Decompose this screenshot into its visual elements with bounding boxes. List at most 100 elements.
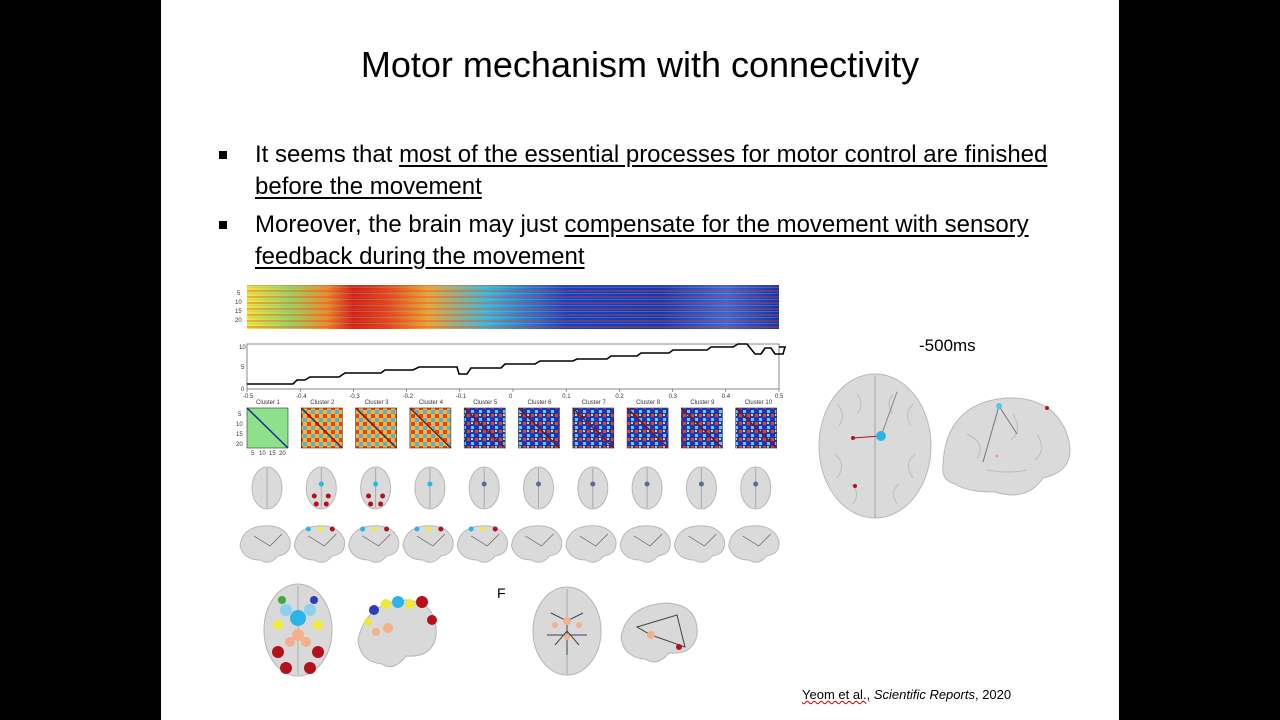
cluster-label: Cluster 3: [365, 400, 390, 406]
matrix-ytick: 5: [238, 412, 242, 418]
matrix-ytick: 15: [236, 432, 243, 438]
brain-node: [492, 526, 498, 532]
brain-node: [384, 526, 390, 532]
bullet-1-underlined: most of the essential processes for moto…: [255, 141, 1048, 200]
cluster-label: Cluster 9: [690, 400, 715, 406]
brain-connection: [253, 533, 283, 547]
small-brain-side: [510, 525, 563, 563]
brain-node: [536, 481, 541, 487]
line-xtick: -0.3: [349, 394, 360, 400]
bullet-2-underlined: compensate for the movement with sensory…: [255, 211, 1029, 270]
brain-node: [481, 481, 487, 487]
cluster-label: Cluster 6: [528, 400, 553, 406]
line-xtick: -0.5: [243, 394, 254, 400]
slide: Motor mechanism with connectivity It see…: [161, 0, 1119, 720]
brain-node: [378, 501, 384, 507]
cluster-label: Cluster 1: [256, 400, 281, 406]
bullet-2-text: Moreover, the brain may just: [255, 211, 565, 238]
small-brain-side: [239, 525, 291, 563]
heatmap-ytick: 10: [235, 300, 242, 306]
small-brain-side: [293, 525, 346, 563]
brain-connection: [416, 533, 446, 547]
bullet-1-text: It seems that: [255, 141, 400, 168]
line-xtick: -0.4: [296, 394, 307, 400]
heatmap-ytick: 15: [235, 309, 242, 315]
small-brain-side: [619, 525, 671, 563]
small-brain-side: [728, 525, 780, 563]
cluster-label: Cluster 5: [473, 400, 498, 406]
matrix-diagonal: [300, 407, 343, 449]
small-brain-side: [456, 525, 508, 563]
cluster-label: Cluster 10: [745, 400, 773, 406]
brain-connection: [579, 533, 609, 547]
line-xtick: 0.4: [722, 394, 731, 400]
brain-node: [311, 493, 317, 499]
matrix-diagonal: [463, 407, 506, 449]
bullet-1: It seems that most of the essential proc…: [219, 139, 1059, 205]
line-xtick: 0.3: [669, 394, 678, 400]
line-xtick: -0.2: [403, 394, 414, 400]
time-label: -500ms: [919, 336, 976, 355]
panel-letter: F: [497, 585, 506, 601]
small-brain-side: [673, 525, 726, 563]
brain-connection: [688, 533, 717, 547]
bullet-2: Moreover, the brain may just compensate …: [219, 209, 1059, 275]
brain-node: [480, 526, 486, 532]
brain-node: [698, 481, 704, 487]
line-ytick: 10: [239, 345, 246, 351]
matrix-xtick: 20: [279, 451, 286, 457]
brain-node: [427, 481, 433, 487]
matrix-diagonal: [355, 407, 398, 449]
cluster-summary-brains: [256, 580, 446, 680]
line-xtick: 0.2: [615, 394, 624, 400]
line-ytick: 0: [241, 387, 245, 393]
heatmap-ytick: 20: [235, 318, 242, 324]
brain-node: [414, 526, 420, 532]
citation-year: , 2020: [974, 687, 1012, 702]
brain-node: [380, 493, 386, 499]
brain-node: [323, 501, 329, 507]
brain-node: [644, 481, 650, 487]
brain-node: [753, 481, 759, 487]
matrix-xtick: 10: [259, 451, 266, 457]
brain-node: [317, 526, 323, 532]
brain-node: [368, 501, 374, 507]
matrix-ytick: 20: [236, 442, 243, 448]
brain-node: [329, 526, 335, 532]
brain-node: [366, 493, 372, 499]
panel-f-brains: [529, 585, 719, 680]
bullet-square-icon: [219, 221, 227, 229]
matrix-ytick: 10: [236, 422, 243, 428]
matrix-xtick: 15: [269, 451, 276, 457]
small-brain-rows: [235, 462, 795, 572]
cluster-label: Cluster 2: [310, 400, 335, 406]
brain-node: [313, 501, 319, 507]
bullet-square-icon: [219, 151, 227, 159]
brain-node: [318, 481, 324, 487]
matrix-diagonal: [572, 407, 615, 449]
brain-node: [373, 481, 379, 487]
line-xtick: 0.5: [775, 394, 784, 400]
citation: Yeom et al., Scientific Reports, 2020: [802, 687, 1011, 702]
brain-connection: [742, 533, 771, 547]
small-brain-side: [565, 525, 617, 563]
matrix-diagonal: [517, 407, 561, 449]
brain-connection: [362, 533, 391, 547]
heatmap-ytick: 5: [237, 291, 241, 297]
matrix-xtick: 5: [251, 451, 255, 457]
line-xtick: -0.1: [456, 394, 467, 400]
citation-authors: Yeom et al.,: [802, 687, 871, 702]
brain-connection: [525, 533, 554, 547]
slide-title: Motor mechanism with connectivity: [360, 44, 920, 85]
matrix-diagonal: [246, 407, 289, 449]
cluster-label: Cluster 7: [582, 400, 607, 406]
brain-connection: [308, 533, 337, 547]
brain-node: [426, 526, 432, 532]
line-xtick: 0: [509, 394, 513, 400]
brain-node: [590, 481, 596, 487]
line-ytick: 5: [241, 365, 245, 371]
matrix-diagonal: [735, 407, 778, 449]
brain-node: [360, 526, 366, 532]
matrix-diagonal: [409, 407, 452, 449]
